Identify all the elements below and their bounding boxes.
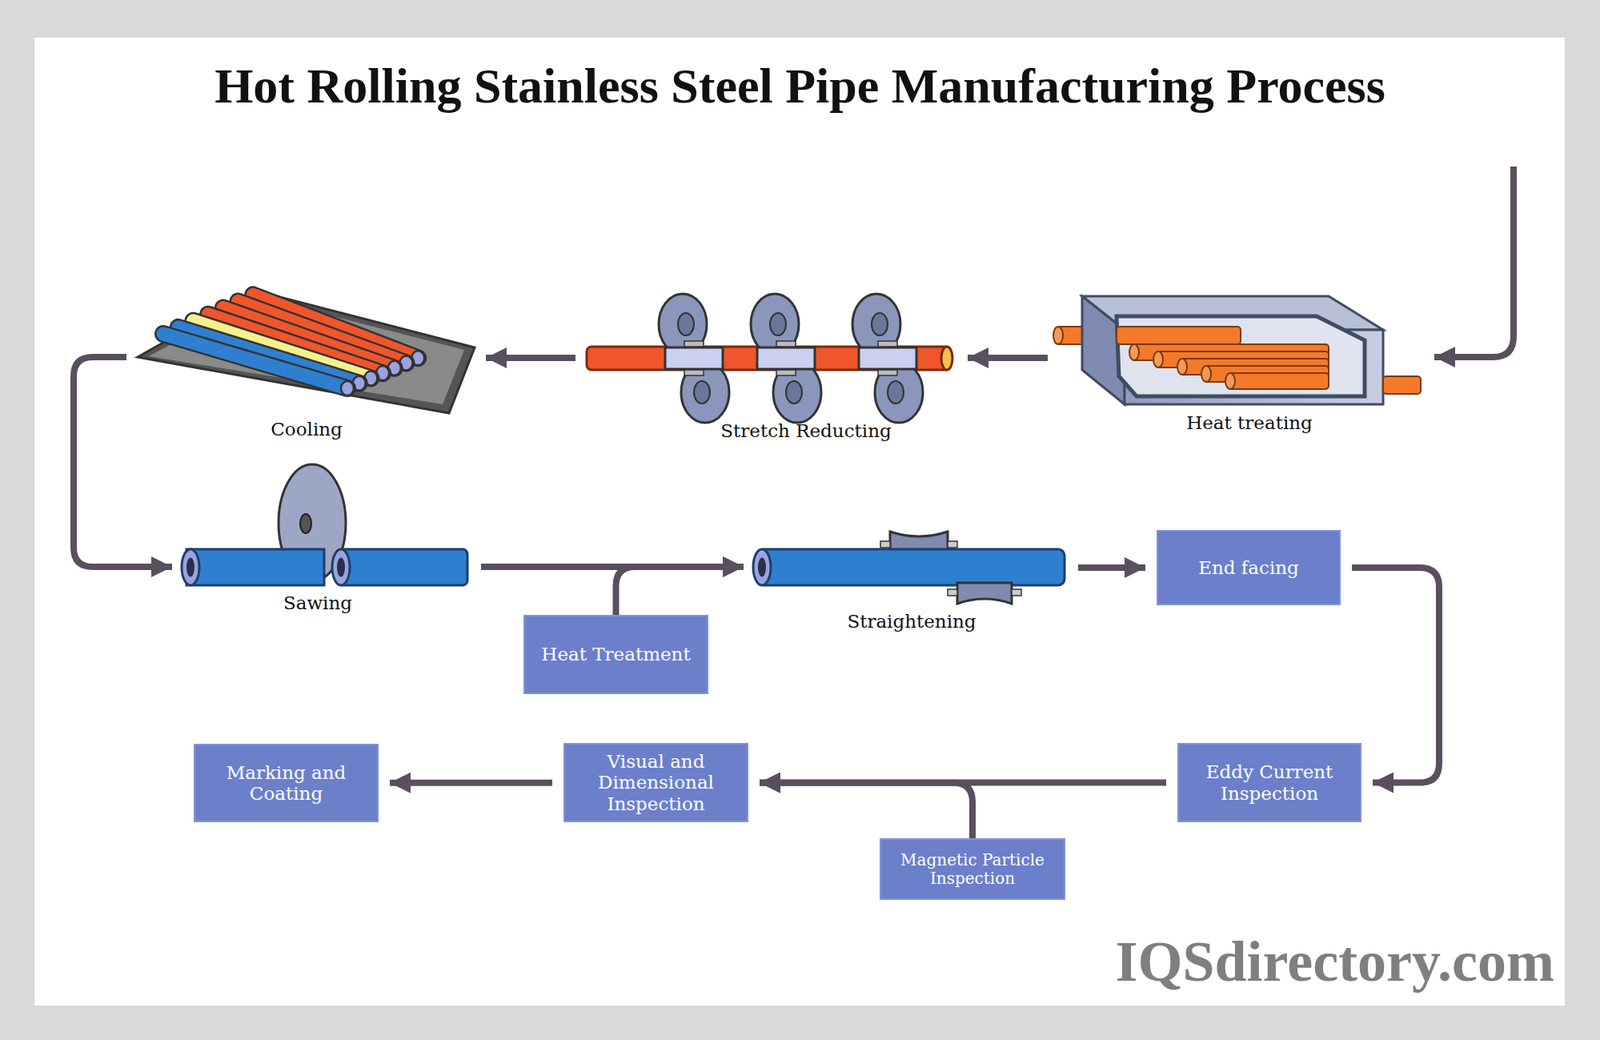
cooling-pipes (163, 294, 425, 396)
diagram-title: Hot Rolling Stainless Steel Pipe Manufac… (0, 57, 1600, 115)
box-label: Magnetic Particle Inspection (890, 850, 1055, 888)
roll-hub (871, 312, 888, 336)
cooling-bed (137, 290, 475, 414)
flow-arrow (616, 566, 745, 615)
process-box: Heat Treatment (523, 614, 709, 694)
pipe-end (1201, 365, 1212, 382)
process-illustration: Heat treating (1058, 288, 1428, 441)
roll (658, 293, 707, 355)
flow-arrow (967, 354, 1048, 361)
white-panel (34, 37, 1565, 1006)
roll-stand (757, 347, 815, 369)
box-label: Marking and Coating (204, 761, 368, 805)
flow-arrow (1078, 564, 1146, 571)
watermark: IQSdirectory.com (1114, 928, 1555, 995)
process-box: Eddy Current Inspection (1177, 742, 1362, 823)
roll-hub (693, 380, 710, 404)
flow-arrow (389, 779, 553, 786)
process-illustration: Straightening (754, 520, 1067, 637)
roll (681, 361, 730, 423)
step-caption: Stretch Reducting (720, 420, 891, 442)
roll-hub (769, 312, 786, 336)
roll (874, 361, 923, 423)
roll (750, 293, 799, 355)
hot-pipe (586, 346, 951, 370)
stand-bolt (776, 369, 796, 376)
roll-stand (858, 347, 917, 369)
furnace-pipe (1228, 372, 1329, 389)
stretch-reducing-mill (586, 293, 953, 423)
roll (852, 293, 901, 355)
box-label: Heat Treatment (541, 643, 690, 665)
process-box: End facing (1156, 529, 1341, 606)
stand-bolt (684, 340, 704, 347)
flow-arrow (759, 782, 973, 839)
stand-bolt (878, 369, 898, 376)
step-caption: Straightening (846, 610, 976, 632)
pipe-end (1225, 372, 1236, 389)
flow-arrow (1351, 567, 1440, 783)
stand-bolt (684, 369, 704, 376)
pipe-end (1153, 351, 1163, 368)
box-label: Visual and Dimensional Inspection (574, 750, 738, 815)
roll-hub (887, 380, 904, 404)
roll-hub (677, 312, 694, 336)
pipe-end (1129, 344, 1139, 361)
roll-hub (785, 380, 803, 404)
process-illustration: Stretch Reducting (586, 292, 957, 445)
box-label: Eddy Current Inspection (1188, 761, 1351, 804)
flow-arrow (73, 356, 173, 567)
furnace (1053, 296, 1421, 405)
furnace-pipes (1129, 344, 1329, 389)
process-illustration: Sawing (183, 460, 470, 621)
process-illustration: Cooling (137, 284, 475, 445)
pipe-outline (163, 333, 348, 389)
flow-arrow (485, 354, 576, 361)
stand-bolt (878, 340, 898, 347)
saw (181, 464, 468, 586)
pipe-end (1177, 358, 1187, 375)
straightener (753, 531, 1065, 604)
step-caption: Cooling (270, 418, 343, 440)
process-box: Marking and Coating (193, 743, 379, 823)
pipe-end (340, 380, 354, 396)
process-box: Visual and Dimensional Inspection (563, 742, 749, 823)
process-box: Magnetic Particle Inspection (879, 838, 1066, 900)
roll (773, 361, 822, 423)
pipe-end (941, 346, 953, 370)
step-caption: Sawing (283, 592, 353, 614)
roll-stand (665, 347, 723, 369)
step-caption: Heat treating (1186, 412, 1313, 434)
stand-bolt (776, 340, 796, 347)
cooling-pipe (163, 333, 348, 389)
box-label: End facing (1198, 557, 1300, 578)
incoming-arrow (1434, 166, 1514, 357)
